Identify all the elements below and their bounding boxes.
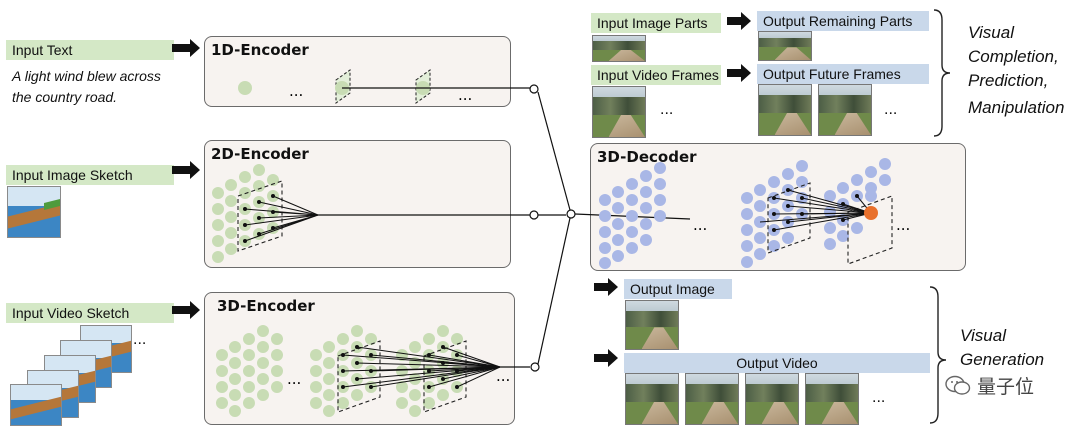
svg-text:...: ... [287,370,301,388]
input-image-sketch [7,186,61,238]
input-image-parts-label: Input Image Parts [591,13,721,33]
completion-group-line4: Manipulation [968,98,1065,117]
wechat-icon [945,375,971,395]
input-image-sketch-label: Input Image Sketch [6,165,174,185]
output-image-label: Output Image [624,279,732,299]
input-text-caption-line2: the country road. [12,89,118,105]
output-video-frame-4 [805,373,859,425]
input-video-sketch-label: Input Video Sketch [6,303,174,323]
input-video-frame-photo [592,86,646,138]
decoder-3d-title: 3D-Decoder [597,148,697,166]
output-future-frame-2 [818,84,872,136]
svg-text:...: ... [693,216,707,234]
right-arrow-icon [172,12,751,367]
svg-text:...: ... [458,86,472,104]
generation-group-line2: Generation [960,350,1045,369]
input-image-parts-photo [592,35,646,62]
decoder-left-nodes [599,162,666,269]
output-video-frame-2 [685,373,739,425]
svg-text:...: ... [896,216,910,234]
output-remaining-parts-photo [758,31,812,61]
input-text-label: Input Text [6,40,174,60]
input-text-caption-line1: A light wind blew across [12,68,161,84]
encoder-1d-box: 1D-Encoder [204,36,511,107]
decoder-middle-nodes [741,160,808,268]
completion-group-line2: Completion, [968,47,1059,66]
output-video-frame-1 [625,373,679,425]
output-future-frame-1 [758,84,812,136]
encoder-1d-title: 1D-Encoder [211,41,309,59]
encoder-3d-nodes [216,325,463,417]
encoder-3d-title: 3D-Encoder [217,297,315,315]
completion-group-line3: Prediction, [968,71,1049,90]
output-remaining-parts-label: Output Remaining Parts [757,11,929,31]
svg-text:...: ... [289,82,303,100]
decoder-right-nodes [824,158,891,250]
video-sketch-ellipsis: ... [133,331,147,348]
output-future-frames-ellipsis: ... [884,101,898,118]
watermark-text: 量子位 [977,376,1035,398]
completion-group-line1: Visual [968,23,1014,42]
watermark: 量子位 [945,372,1034,399]
svg-text:...: ... [496,367,510,385]
decoder-output-node [864,206,878,220]
input-video-frames-label: Input Video Frames [591,65,721,85]
output-video-ellipsis: ... [872,389,886,406]
input-video-frames-ellipsis: ... [660,101,674,118]
encoder-2d-nodes [212,164,279,263]
output-video-label: Output Video [624,353,930,373]
encoder-2d-title: 2D-Encoder [211,145,309,163]
output-video-frame-3 [745,373,799,425]
brace-bottom [929,286,947,424]
output-future-frames-label: Output Future Frames [757,64,929,84]
generation-group-line1: Visual [960,326,1006,345]
output-image-photo [625,300,679,350]
brace-top [933,9,951,137]
